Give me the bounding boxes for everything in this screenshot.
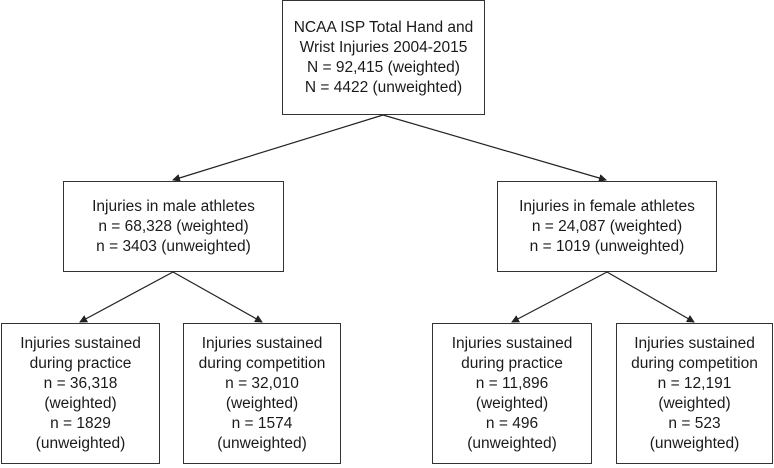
male-competition-line-1: Injuries sustained: [201, 334, 323, 352]
female-practice-unweighted-label: (unweighted): [467, 434, 557, 452]
female-practice-weighted-label: (weighted): [475, 394, 549, 412]
arrow-male-to-practice: [79, 271, 174, 323]
female-athletes-unweighted: n = 1019 (unweighted): [529, 237, 685, 255]
male-competition-unweighted-label: (unweighted): [217, 434, 307, 452]
arrow-root-to-female: [382, 114, 607, 182]
female-competition-unweighted-label: (unweighted): [649, 434, 740, 452]
female-competition-weighted-count: n = 12,191: [657, 374, 732, 392]
female-competition-line-2: during competition: [631, 354, 758, 372]
female-competition-box: Injuries sustained during competition n …: [616, 323, 773, 464]
female-competition-weighted-label: (weighted): [658, 394, 731, 412]
female-practice-unweighted-count: n = 496: [485, 414, 539, 432]
arrow-male-to-competition: [172, 271, 263, 323]
female-competition-line-1: Injuries sustained: [634, 334, 755, 352]
total-injuries-unweighted: N = 4422 (unweighted): [304, 78, 463, 96]
total-injuries-box: NCAA ISP Total Hand and Wrist Injuries 2…: [282, 0, 485, 115]
male-practice-box: Injuries sustained during practice n = 3…: [1, 323, 160, 464]
male-competition-weighted-count: n = 32,010: [225, 374, 299, 392]
total-injuries-title-line-1: NCAA ISP Total Hand and: [293, 18, 474, 36]
male-athletes-title: Injuries in male athletes: [92, 197, 255, 215]
arrow-female-to-competition: [606, 271, 695, 323]
male-athletes-weighted: n = 68,328 (weighted): [98, 217, 249, 235]
male-competition-box: Injuries sustained during competition n …: [183, 323, 341, 464]
male-practice-unweighted-count: n = 1829: [50, 414, 111, 432]
arrow-root-to-male: [172, 114, 384, 182]
male-practice-weighted-label: (weighted): [44, 394, 117, 412]
male-practice-line-2: during practice: [29, 354, 132, 372]
female-practice-line-2: during practice: [461, 354, 563, 372]
male-competition-line-2: during competition: [198, 354, 326, 372]
male-practice-weighted-count: n = 36,318: [43, 374, 118, 392]
male-athletes-box: Injuries in male athletes n = 68,328 (we…: [63, 181, 284, 272]
male-practice-line-1: Injuries sustained: [20, 334, 141, 352]
female-practice-box: Injuries sustained during practice n = 1…: [432, 323, 592, 464]
female-athletes-weighted: n = 24,087 (weighted): [531, 217, 683, 235]
female-practice-line-1: Injuries sustained: [451, 334, 573, 352]
female-athletes-title: Injuries in female athletes: [519, 197, 695, 215]
male-athletes-unweighted: n = 3403 (unweighted): [96, 237, 251, 255]
female-competition-unweighted-count: n = 523: [668, 414, 721, 432]
arrow-female-to-practice: [511, 271, 608, 323]
total-injuries-title-line-2: Wrist Injuries 2004-2015: [299, 38, 468, 56]
male-practice-unweighted-label: (unweighted): [35, 434, 126, 452]
male-competition-weighted-label: (weighted): [225, 394, 299, 412]
female-practice-weighted-count: n = 11,896: [475, 374, 549, 392]
male-competition-unweighted-count: n = 1574: [231, 414, 293, 432]
female-athletes-box: Injuries in female athletes n = 24,087 (…: [497, 181, 717, 272]
total-injuries-weighted: N = 92,415 (weighted): [307, 58, 460, 76]
